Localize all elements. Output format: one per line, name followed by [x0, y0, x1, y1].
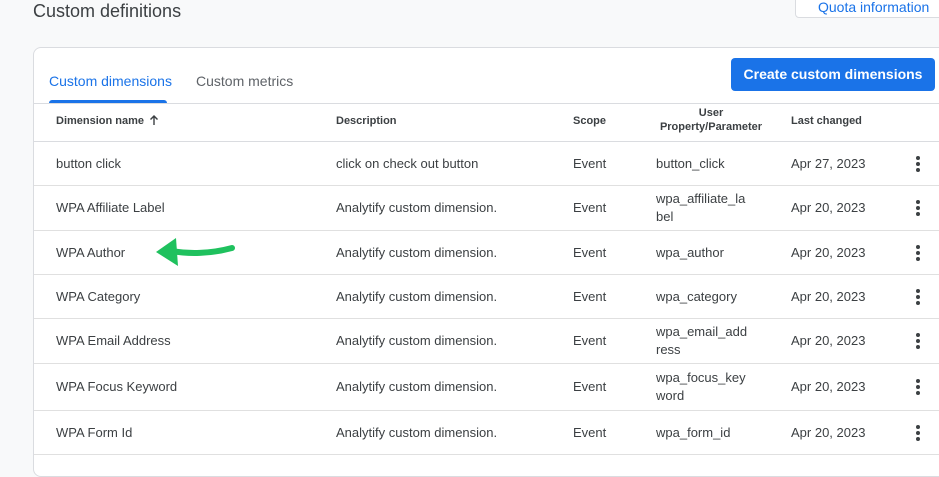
dimension-name: WPA Affiliate Label	[56, 200, 165, 215]
dimension-name: WPA Email Address	[56, 333, 171, 348]
create-custom-dimensions-button[interactable]: Create custom dimensions	[731, 58, 935, 91]
dimension-scope: Event	[573, 244, 607, 260]
tab-custom-dimensions[interactable]: Custom dimensions	[49, 48, 172, 103]
dimension-last-changed: Apr 20, 2023	[791, 288, 866, 304]
dimension-name: WPA Form Id	[56, 424, 133, 440]
table-row[interactable]: WPA Form Id Analytify custom dimension. …	[34, 411, 939, 455]
tab-label: Custom metrics	[196, 73, 294, 89]
dimension-parameter: wpa_focus_keyword	[656, 370, 746, 403]
table-header: Dimension name Description Scope User Pr…	[34, 104, 939, 142]
tab-label: Custom dimensions	[49, 73, 172, 89]
dimension-parameter: wpa_category	[656, 288, 737, 304]
green-arrow-icon	[156, 238, 235, 266]
dimension-description: Analytify custom dimension.	[336, 244, 498, 260]
column-header-description: Description	[336, 115, 397, 127]
dimension-description: Analytify custom dimension.	[336, 424, 498, 440]
quota-information-button[interactable]: Quota information	[795, 0, 939, 18]
more-vert-icon[interactable]	[910, 286, 926, 308]
dimension-parameter: wpa_affiliate_label	[656, 191, 746, 224]
column-header-parameter: User Property/Parameter	[656, 106, 766, 134]
tab-custom-metrics[interactable]: Custom metrics	[196, 48, 296, 103]
dimension-last-changed: Apr 20, 2023	[791, 200, 866, 215]
dimension-name: WPA Focus Keyword	[56, 379, 178, 394]
dimension-description: click on check out button	[336, 155, 479, 171]
page-title: Custom definitions	[33, 1, 182, 21]
custom-definitions-card: Custom dimensions Custom metrics Create …	[33, 47, 939, 477]
column-header-label: Dimension name	[56, 115, 145, 127]
dimension-description: Analytify custom dimension.	[336, 379, 498, 394]
dimension-name: button click	[56, 155, 122, 171]
column-header-dimension-name[interactable]: Dimension name	[56, 114, 159, 130]
column-header-last-changed: Last changed	[791, 115, 862, 127]
dimension-parameter: wpa_email_address	[656, 324, 748, 357]
dimension-last-changed: Apr 20, 2023	[791, 424, 866, 440]
dimension-name: WPA Category	[56, 288, 141, 304]
dimension-name: WPA Author	[56, 244, 126, 260]
dimensions-table: Dimension name Description Scope User Pr…	[34, 103, 939, 455]
dimension-last-changed: Apr 20, 2023	[791, 333, 866, 348]
arrow-up-icon[interactable]	[149, 114, 159, 130]
table-row[interactable]: WPA Email Address Analytify custom dimen…	[34, 319, 939, 364]
more-vert-icon[interactable]	[910, 376, 926, 398]
table-row[interactable]: button click click on check out button E…	[34, 142, 939, 186]
dimension-scope: Event	[573, 288, 607, 304]
table-row[interactable]: WPA Focus Keyword Analytify custom dimen…	[34, 364, 939, 411]
dimension-description: Analytify custom dimension.	[336, 200, 498, 215]
more-vert-icon[interactable]	[910, 153, 926, 175]
dimension-parameter: wpa_author	[656, 244, 724, 260]
more-vert-icon[interactable]	[910, 422, 926, 444]
more-vert-icon[interactable]	[910, 330, 926, 352]
column-header-line: User	[698, 107, 724, 119]
column-header-line: Property/Parameter	[659, 121, 763, 133]
dimension-scope: Event	[573, 333, 607, 348]
table-row[interactable]: WPA Author Analytify custom dimension. E…	[34, 231, 939, 275]
column-header-scope: Scope	[573, 115, 607, 127]
dimension-last-changed: Apr 20, 2023	[791, 379, 866, 394]
dimension-scope: Event	[573, 379, 607, 394]
active-tab-indicator	[49, 100, 167, 103]
dimension-scope: Event	[573, 200, 607, 215]
more-vert-icon[interactable]	[910, 197, 926, 219]
dimension-scope: Event	[573, 424, 607, 440]
dimension-parameter: button_click	[656, 155, 725, 171]
dimension-last-changed: Apr 27, 2023	[791, 155, 866, 171]
dimension-parameter: wpa_form_id	[656, 424, 731, 440]
dimension-last-changed: Apr 20, 2023	[791, 244, 866, 260]
table-row[interactable]: WPA Affiliate Label Analytify custom dim…	[34, 186, 939, 231]
dimension-scope: Event	[573, 155, 607, 171]
more-vert-icon[interactable]	[910, 242, 926, 264]
dimension-description: Analytify custom dimension.	[336, 288, 498, 304]
dimension-description: Analytify custom dimension.	[336, 333, 498, 348]
table-row[interactable]: WPA Category Analytify custom dimension.…	[34, 275, 939, 319]
